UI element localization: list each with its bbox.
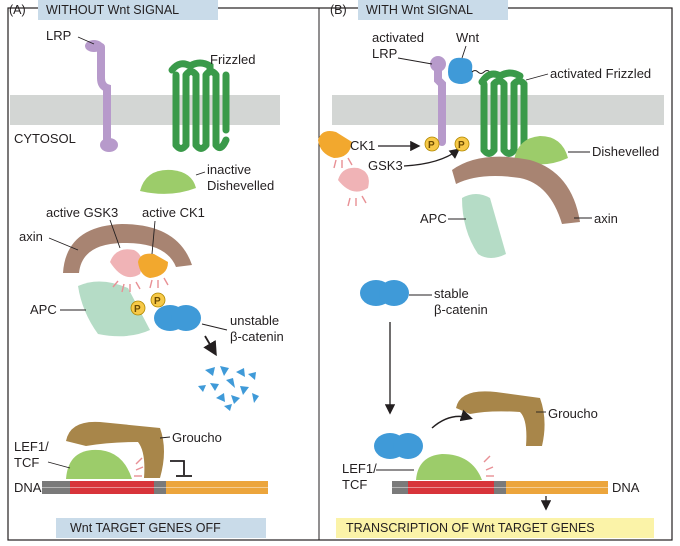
frizzled-label-a: Frizzled: [210, 52, 256, 67]
axin-a: [63, 224, 192, 273]
lef1-label-a: LEF1/: [14, 439, 49, 454]
stable-label-2: β-catenin: [434, 302, 488, 317]
lef1-leader-a: [47, 461, 71, 469]
panel-b-letter: (B): [330, 3, 347, 17]
panel-b: (B) WITH Wnt SIGNAL activated LRP Wnt ac…: [318, 0, 664, 538]
frizzled-a: [168, 59, 230, 152]
ck1-label-b: CK1: [350, 138, 375, 153]
repression-symbol: [170, 460, 185, 475]
axin-b: [452, 156, 580, 224]
ck1-b: [318, 131, 352, 158]
degradation-arrow: [203, 335, 217, 357]
panel-a-letter: (A): [9, 3, 26, 17]
wnt-label: Wnt: [456, 30, 480, 45]
destruction-complex: P P: [63, 224, 201, 337]
activated-lrp-label-1: activated: [372, 30, 424, 45]
groucho-label-a: Groucho: [172, 430, 222, 445]
frizzled-b: [478, 69, 528, 157]
panel-b-footer: TRANSCRIPTION OF Wnt TARGET GENES: [346, 521, 595, 535]
unstable-leader: [201, 323, 228, 331]
dishevelled-leader-a: [195, 171, 206, 176]
groucho-release-arrow: [431, 409, 473, 429]
lef1-tcf-a: [66, 449, 132, 479]
ck1-a: [138, 253, 168, 278]
active-gsk3-label: active GSK3: [46, 205, 118, 220]
groucho-b: [456, 391, 545, 446]
cytosol-label: CYTOSOL: [14, 131, 76, 146]
membrane-a: [10, 95, 280, 125]
panel-a-footer: Wnt TARGET GENES OFF: [70, 521, 221, 535]
svg-text:P: P: [428, 140, 435, 151]
svg-text:P: P: [134, 304, 141, 315]
phospho-b-2: [454, 136, 470, 152]
panel-b-footer-bg: [336, 518, 654, 538]
wnt-ligand: [448, 57, 473, 84]
lrp-receptor-b: [430, 56, 446, 146]
groucho-a: [66, 421, 164, 478]
dna-a: [42, 481, 268, 494]
apc-b: [462, 194, 506, 258]
membrane-b: [332, 95, 664, 125]
ck1-leader-a: [151, 220, 156, 255]
unstable-label-1: unstable: [230, 313, 279, 328]
gsk3-arrow: [403, 148, 461, 167]
panel-b-header-bg: [358, 0, 508, 20]
apc-label-a: APC: [30, 302, 57, 317]
axin-label-a: axin: [19, 229, 43, 244]
dishevelled-b: [514, 136, 568, 165]
activated-frizzled-label: activated Frizzled: [550, 66, 651, 81]
panel-b-title: WITH Wnt SIGNAL: [366, 3, 473, 17]
tcf-label-b: TCF: [342, 477, 367, 492]
gsk3-b: [338, 167, 369, 192]
lef1-label-b: LEF1/: [342, 461, 377, 476]
gsk3-leader-a: [109, 219, 121, 249]
panel-a-header-bg: [38, 0, 218, 20]
phospho-a-1: [130, 300, 146, 316]
wnt-leader: [461, 45, 467, 59]
svg-text:P: P: [154, 296, 161, 307]
apc-label-b: APC: [420, 211, 447, 226]
inactive-dishevelled-label-2: Dishevelled: [207, 178, 274, 193]
stable-label-1: stable: [434, 286, 469, 301]
degraded-beta-catenin: [198, 366, 259, 411]
gsk3-a: [110, 249, 142, 278]
panel-a-title: WITHOUT Wnt SIGNAL: [46, 3, 179, 17]
activated-lrp-label-2: LRP: [372, 46, 397, 61]
lrp-leader-a: [77, 36, 95, 45]
lef1-tcf-b: [416, 454, 482, 480]
dna-label-b: DNA: [612, 480, 640, 495]
active-ck1-label: active CK1: [142, 205, 205, 220]
apc-a: [78, 281, 150, 337]
tcf-label-a: TCF: [14, 455, 39, 470]
panel-a: (A) WITHOUT Wnt SIGNAL CYTOSOL LRP Frizz…: [9, 0, 284, 538]
lrp-receptor-a: [85, 40, 118, 152]
frizzled-leader-b: [525, 73, 549, 81]
panel-a-footer-bg: [56, 518, 266, 538]
figure-frame: [7, 7, 673, 541]
unstable-label-2: β-catenin: [230, 329, 284, 344]
inactive-dishevelled-label-1: inactive: [207, 162, 251, 177]
dna-b: [392, 481, 608, 494]
dishevelled-inactive: [140, 169, 196, 194]
lrp-label-a: LRP: [46, 28, 71, 43]
dishevelled-label-b: Dishevelled: [592, 144, 659, 159]
axin-label-b: axin: [594, 211, 618, 226]
phospho-a-2: [150, 292, 166, 308]
groucho-leader-a: [159, 436, 171, 439]
gsk3-label-b: GSK3: [368, 158, 403, 173]
phospho-b-1: [424, 136, 440, 152]
dna-label-a: DNA: [14, 480, 42, 495]
groucho-label-b: Groucho: [548, 406, 598, 421]
svg-text:P: P: [458, 140, 465, 151]
lrp-leader-b: [397, 57, 433, 65]
axin-leader-a: [48, 237, 79, 251]
